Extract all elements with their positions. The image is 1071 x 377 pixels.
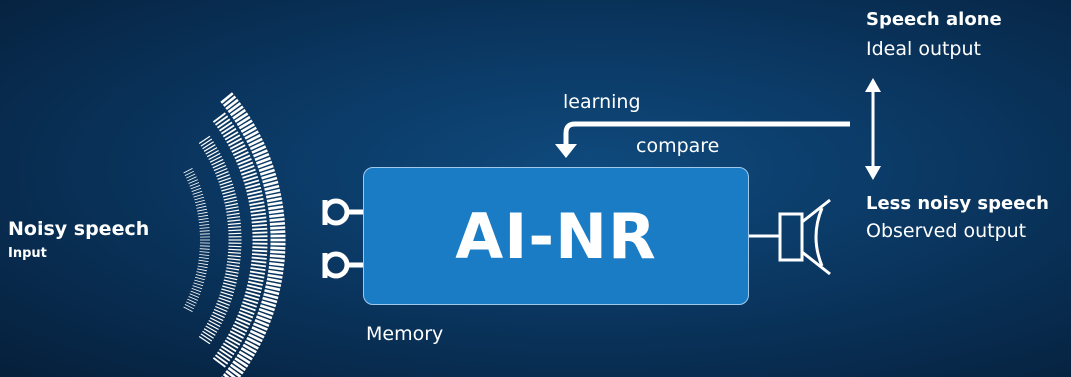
microphone-icon <box>322 198 363 226</box>
compare-label: compare <box>636 135 720 157</box>
sound-wave-arc <box>212 112 268 368</box>
input-title: Noisy speech <box>8 218 150 240</box>
sound-wave-arc <box>220 92 286 377</box>
feedback-arrowhead <box>555 144 577 158</box>
learning-label: learning <box>563 91 641 113</box>
memory-label: Memory <box>366 323 444 345</box>
processor-label: AI-NR <box>455 199 657 273</box>
input-subtitle: Input <box>8 246 47 261</box>
sound-wave-arc <box>183 168 211 312</box>
sound-wave-arc <box>198 135 242 345</box>
microphone-icon <box>322 251 363 279</box>
observed-output-subtitle: Observed output <box>866 220 1027 242</box>
ideal-output-subtitle: Ideal output <box>866 38 981 60</box>
feedback-arrow <box>563 121 850 145</box>
ideal-output-title: Speech alone <box>866 9 1002 30</box>
double-arrow-icon <box>865 78 881 180</box>
ai-nr-processor-box: AI-NR <box>363 167 749 305</box>
sound-wave-icon <box>183 92 286 377</box>
observed-output-title: Less noisy speech <box>866 193 1049 214</box>
speaker-icon <box>749 198 831 276</box>
